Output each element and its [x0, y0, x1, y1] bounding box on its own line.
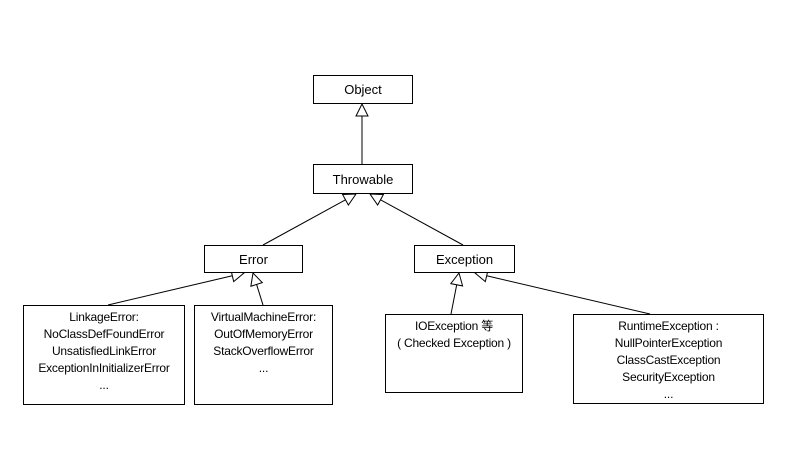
node-error: Error [204, 245, 303, 273]
node-io-exception-line: ( Checked Exception ) [397, 336, 511, 350]
inheritance-edge-io-to-exception [450, 284, 458, 315]
node-virtual-machine-error-line: VirtualMachineError: [210, 310, 317, 324]
node-virtual-machine-error-line: StackOverflowError [213, 344, 314, 358]
node-virtual-machine-error-line: OutOfMemoryError [214, 327, 313, 341]
node-object-label: Object [344, 82, 382, 97]
node-io-exception: IOException 等 ( Checked Exception ) [385, 314, 523, 393]
node-error-label: Error [239, 251, 268, 267]
node-exception-label: Exception [435, 251, 494, 267]
node-linkage-error: LinkageError: NoClassDefFoundError Unsat… [23, 305, 185, 405]
inheritance-arrowhead-throwable [341, 193, 357, 206]
inheritance-edge-runtime-to-exception [486, 275, 651, 315]
inheritance-edge-vm-to-error [256, 284, 264, 306]
node-runtime-exception-line: RuntimeException : [618, 319, 719, 333]
inheritance-edge-exception-to-throwable [380, 199, 464, 246]
node-runtime-exception-line: ... [663, 387, 674, 401]
node-virtual-machine-error: VirtualMachineError: OutOfMemoryError St… [194, 305, 333, 405]
node-runtime-exception-line: NullPointerException [614, 336, 723, 350]
node-exception: Exception [414, 245, 515, 273]
node-linkage-error-line: UnsatisfiedLinkError [51, 344, 157, 358]
node-io-exception-line: IOException 等 [414, 319, 494, 333]
node-object: Object [313, 75, 413, 104]
inheritance-arrowhead-object [355, 102, 369, 117]
node-linkage-error-line: ExceptionInInitializerError [38, 361, 170, 375]
inheritance-edge-linkage-to-error [107, 275, 233, 306]
inheritance-arrowhead-throwable [369, 193, 385, 206]
node-virtual-machine-error-line: ... [258, 361, 269, 375]
node-linkage-error-line: NoClassDefFoundError [43, 327, 165, 341]
inheritance-arrowhead-exception [449, 271, 464, 287]
inheritance-arrowhead-error [250, 271, 264, 287]
node-linkage-error-line: LinkageError: [69, 310, 139, 324]
node-linkage-error-line: ... [99, 378, 109, 392]
node-runtime-exception-line: SecurityException [622, 370, 715, 384]
node-throwable: Throwable [313, 164, 413, 194]
inheritance-edge-error-to-throwable [262, 199, 346, 246]
node-runtime-exception: RuntimeException : NullPointerException … [573, 314, 764, 404]
node-throwable-label: Throwable [332, 171, 394, 187]
node-runtime-exception-line: ClassCastException [616, 353, 721, 367]
